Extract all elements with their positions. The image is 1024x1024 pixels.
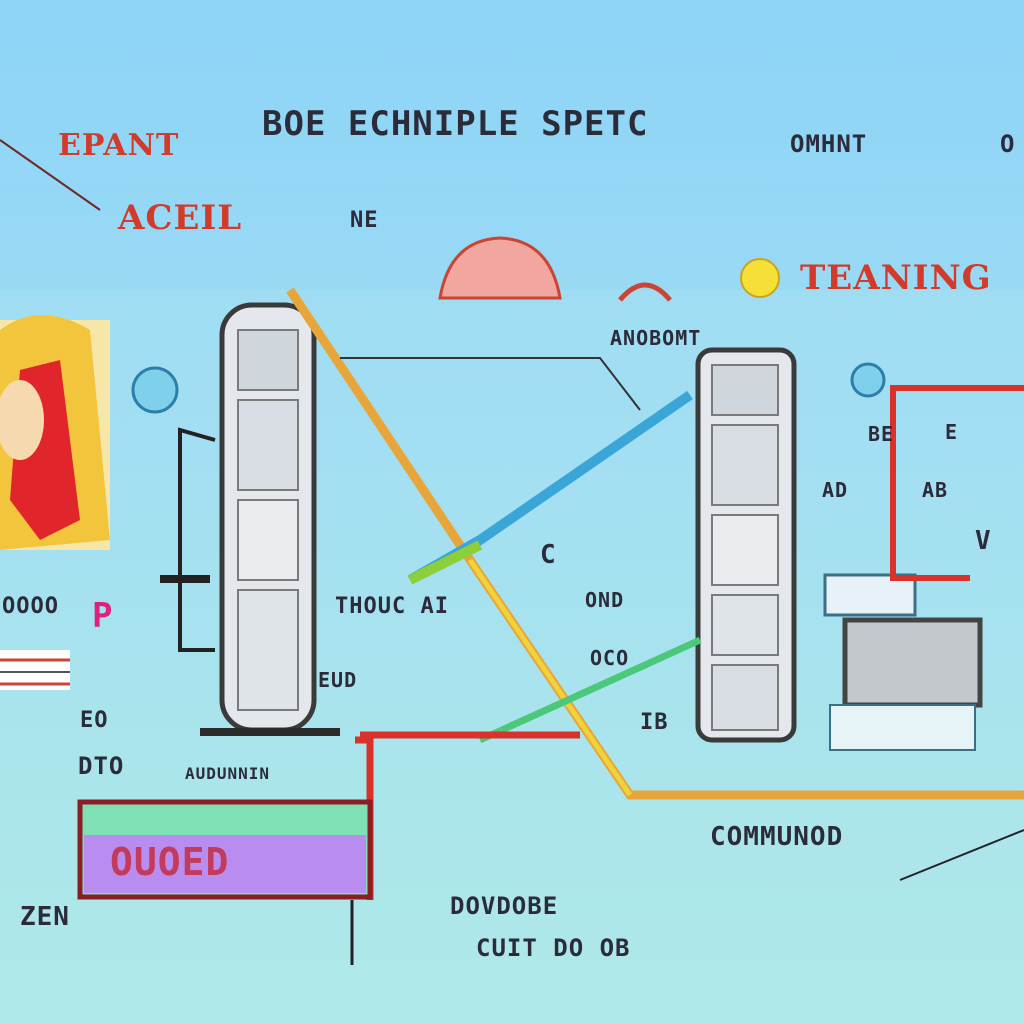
- thin-line-right: [899, 829, 1024, 881]
- right-circle-icon: [850, 362, 886, 398]
- left-shelf: [160, 575, 210, 583]
- label-bottom-center-1: DOVDOBE: [450, 892, 559, 920]
- label-right-mid-3: BE: [868, 422, 895, 446]
- label-mid-right: OND: [585, 588, 625, 612]
- label-purple-box: OUOED: [110, 840, 230, 884]
- right-machine: [823, 573, 983, 751]
- control-box: [77, 799, 373, 900]
- label-right-small-e: E: [945, 420, 959, 444]
- red-frame: [890, 385, 1024, 581]
- label-bottom-left-2: AUDUNNIN: [185, 764, 271, 783]
- arch-shape: [618, 282, 672, 302]
- thin-line-top: [340, 357, 641, 411]
- portrait-figure: [0, 315, 110, 550]
- label-center: THOUC AI: [335, 594, 449, 619]
- label-second-red: ACEIL: [118, 198, 243, 238]
- left-stripes: [0, 650, 70, 690]
- label-second-red-small: NE: [350, 208, 379, 233]
- label-left-pink: P: [92, 596, 114, 636]
- label-bottom-center-2: CUIT DO OB: [476, 934, 631, 962]
- left-tower: [200, 302, 340, 736]
- label-mid-ib: IB: [640, 710, 669, 735]
- label-bottom-left-corner: ZEN: [20, 902, 70, 932]
- label-left-small: EO: [80, 708, 109, 733]
- right-tower: [695, 347, 797, 743]
- label-left-side: OOOO: [2, 594, 59, 619]
- label-right-mid-2: AB: [922, 478, 949, 502]
- left-circle-icon: [131, 366, 179, 414]
- yellow-pipe: [467, 558, 633, 797]
- label-top-left-red: EPANT: [58, 128, 180, 163]
- label-mid-small-c: C: [540, 540, 557, 570]
- dome-shape: [438, 236, 562, 300]
- sun-icon: [740, 258, 780, 298]
- label-right-bottom: COMMUNOD: [710, 822, 844, 852]
- label-under-tower-right: OCO: [590, 646, 630, 670]
- left-bracket: [178, 427, 216, 652]
- label-bottom-left-1: DTO: [78, 752, 125, 780]
- green-pipe: [407, 540, 483, 585]
- thin-line-left: [0, 139, 101, 211]
- label-right-red: TEANING: [800, 258, 992, 298]
- label-top-right: OMHNT: [790, 130, 868, 158]
- label-right-v: V: [975, 526, 992, 556]
- green-pipe-low: [478, 636, 702, 744]
- label-above-right-tower: ANOBOMT: [610, 326, 702, 350]
- label-top-right-edge: O: [1000, 130, 1016, 158]
- diagram-title: BOE ECHNIPLE SPETC: [262, 104, 649, 144]
- label-under-tower-left: EUD: [318, 668, 358, 692]
- label-right-mid-1: AD: [822, 478, 849, 502]
